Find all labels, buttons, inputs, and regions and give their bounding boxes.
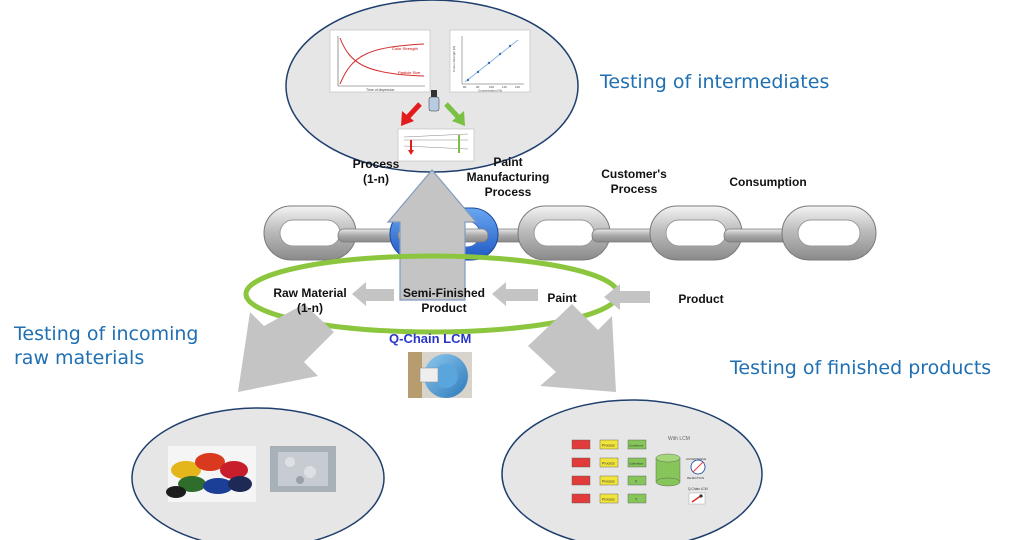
chain — [263, 205, 877, 261]
down-left-arrow — [238, 304, 334, 392]
sample-bottle-icon — [428, 90, 440, 112]
workflow-row: Process X — [571, 475, 647, 486]
xtick: 90 — [476, 85, 480, 89]
result-chart-thumbnail — [397, 128, 475, 162]
label-paint-manufacturing: Paint Manufacturing Process — [466, 155, 550, 199]
result-cell: X — [635, 480, 638, 484]
heading-testing-intermediates: Testing of intermediates — [600, 71, 830, 93]
rocket-icon — [688, 492, 706, 505]
chain-link — [517, 205, 611, 261]
pigment-powders-image — [166, 446, 256, 502]
label-q-chain-lcm: Q-Chain LCM — [389, 331, 472, 346]
acceptance-label: ACCEPTANCE — [686, 457, 706, 461]
intermediates-bubble: Color Strength Particle Size Time of dis… — [285, 0, 579, 173]
filler-powder-image — [270, 446, 336, 492]
xlabel-concentration: Concentration [%] — [478, 89, 502, 93]
workflow-row: Process Calibration — [571, 457, 647, 468]
process-cell: Process — [602, 444, 615, 448]
series-color-strength: Color Strength — [392, 46, 418, 51]
process-cell: Process — [602, 462, 615, 466]
rejection-label: REJECTION — [687, 476, 704, 480]
process-cell: Process — [602, 480, 615, 484]
raw-materials-bubble — [131, 407, 385, 540]
database-icon — [655, 453, 681, 487]
flow-arrow — [492, 282, 538, 306]
result-cell: Calibration — [629, 462, 644, 466]
down-right-arrow — [528, 304, 616, 392]
heading-testing-incoming: Testing of incoming raw materials — [14, 323, 199, 369]
label-product: Product — [678, 292, 724, 306]
dispersion-chart: Color Strength Particle Size Time of dis… — [329, 29, 431, 93]
flow-arrow — [604, 284, 650, 310]
label-customers-process: Customer's Process — [601, 167, 667, 196]
result-cell: Conditions — [629, 444, 644, 448]
series-particle-size: Particle Size — [398, 70, 421, 75]
concentration-chart: 80 90 100 110 120 Concentration [%] Colo… — [449, 29, 531, 93]
flow-arrow — [352, 282, 394, 306]
label-paint: Paint — [547, 291, 577, 305]
workflow-row: Process Y — [571, 493, 647, 504]
label-process: Process (1-n) — [352, 157, 400, 186]
process-cell: Process — [602, 498, 615, 502]
green-arrow-icon — [444, 102, 465, 126]
acceptance-badge: ACCEPTANCE REJECTION — [686, 457, 706, 480]
label-semi-finished: Semi-Finished Product — [402, 286, 485, 315]
xtick: 80 — [463, 85, 467, 89]
workflow-footer: Q-Chain LCM — [688, 487, 708, 491]
xtick: 100 — [489, 85, 494, 89]
ylabel-colour-strength: Colour Strength [%] — [452, 46, 456, 72]
result-cell: Y — [635, 498, 638, 502]
label-consumption: Consumption — [729, 175, 807, 189]
xtick: 110 — [502, 85, 507, 89]
chain-link — [781, 205, 877, 261]
finished-products-bubble: With LCM Process Conditions Process Cali… — [501, 399, 763, 540]
heading-testing-finished: Testing of finished products — [730, 357, 992, 379]
workflow-row: Process Conditions — [571, 439, 647, 450]
xlabel-dispersion: Time of dispersion — [366, 88, 395, 92]
chain-link — [263, 205, 357, 261]
xtick: 120 — [515, 85, 520, 89]
label-raw-material: Raw Material (1-n) — [273, 286, 347, 315]
lcm-workflow-title: With LCM — [668, 436, 690, 442]
up-arrow — [386, 169, 478, 301]
red-arrow-icon — [401, 102, 422, 126]
lcm-device-image — [408, 352, 472, 398]
